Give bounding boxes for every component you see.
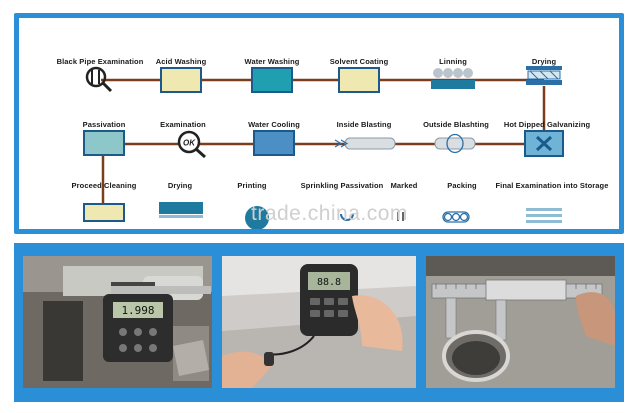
step-label-examination: Examination [160, 120, 206, 129]
acid-washing-tank-icon [160, 67, 202, 93]
black-pipe-examination-icon [85, 66, 113, 93]
step-label-sprinkling-passivation: Sprinkling Passivation [300, 181, 384, 190]
watermark-text: trade.china.com [251, 202, 408, 225]
water-washing-tank-icon [251, 67, 293, 93]
inside-blasting-pipe-icon [334, 137, 396, 150]
step-label-outside-blasting: Outside Blashting [423, 120, 489, 129]
sprinkling-passivation-icon [340, 213, 354, 221]
inspection-photo-strip: 1.998 88.8 [14, 243, 624, 402]
step-label-hot-dipped-galvanizing: Hot Dipped Galvanizing [503, 120, 591, 129]
hot-dipped-galvanizing-tank-icon [524, 130, 564, 157]
step-label-water-washing: Water Washing [244, 57, 300, 66]
step-label-packing: Packing [447, 181, 477, 190]
photo-coating-thickness-gauge: 88.8 [222, 256, 416, 388]
process-flow-panel: OK Black Pipe Examination Acid Washing W… [14, 13, 624, 234]
process-flow-canvas: OK Black Pipe Examination Acid Washing W… [19, 18, 619, 229]
ok-mark-text: OK [183, 139, 196, 148]
process-flow-diagram: OK [83, 66, 564, 229]
packing-bundle-icon [442, 211, 470, 223]
final-examination-storage-icon [526, 208, 562, 223]
marked-icon [397, 212, 404, 221]
solvent-coating-tank-icon [338, 67, 380, 93]
step-label-black-pipe-examination: Black Pipe Examination [56, 57, 144, 66]
outside-blasting-pipe-icon [434, 133, 476, 154]
step-label-printing: Printing [237, 181, 267, 190]
step-label-acid-washing: Acid Washing [155, 57, 207, 66]
ok-examination-magnifier-icon [177, 130, 206, 159]
step-label-passivation: Passivation [82, 120, 126, 129]
step-label-marked: Marked [390, 181, 418, 190]
step-label-inside-blasting: Inside Blasting [336, 120, 392, 129]
step-label-final-examination-into-storage: Final Examination into Storage [495, 181, 609, 190]
water-cooling-tank-icon [253, 130, 295, 156]
drying-rack-icon [526, 66, 562, 85]
step-label-linning: Linning [439, 57, 467, 66]
step-label-solvent-coating: Solvent Coating [329, 57, 389, 66]
drying-rack-icon-2 [159, 202, 203, 218]
passivation-tank-icon [83, 130, 125, 156]
photo-micrometer-measurement: 1.998 [23, 256, 212, 388]
linning-pipes-icon [431, 68, 475, 89]
step-label-proceed-cleaning: Proceed Cleaning [71, 181, 137, 190]
step-label-drying: Drying [531, 57, 557, 66]
gauge-lcd-reading: 88.8 [317, 277, 341, 288]
micrometer-lcd-reading: 1.998 [121, 304, 154, 317]
step-label-water-cooling: Water Cooling [248, 120, 300, 129]
photo-caliper-measurement [426, 256, 615, 388]
proceed-cleaning-tank-icon [83, 203, 125, 222]
step-label-drying-2: Drying [167, 181, 193, 190]
printing-roller-icon [245, 206, 269, 229]
